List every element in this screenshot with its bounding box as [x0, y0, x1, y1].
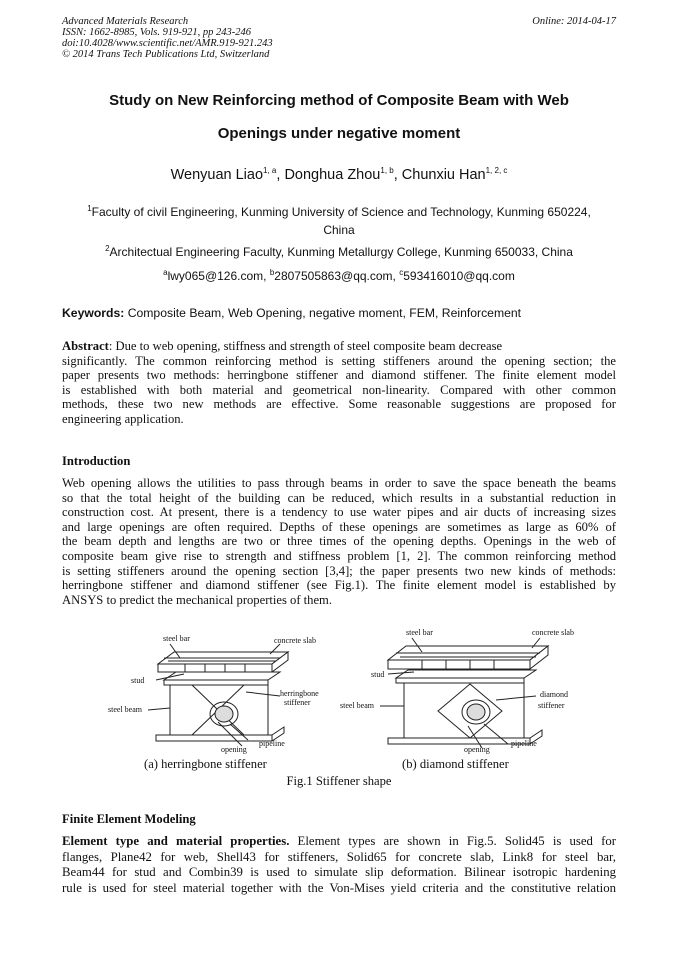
label-line: stiffener [538, 701, 565, 710]
label-steel-beam: steel beam [340, 701, 374, 710]
paragraph-line: herringbone stiffener and diamond stiffe… [62, 578, 616, 593]
label-steel-beam: steel beam [108, 705, 142, 714]
paragraph-line: rule is used for steel material together… [62, 880, 616, 895]
paper-title-line2: Openings under negative moment [217, 125, 461, 142]
abstract-line: is established with both material and ge… [62, 382, 616, 397]
label-line: herringbone [280, 689, 319, 698]
affiliation-text: Architectual Engineering Faculty, Kunmin… [109, 245, 573, 259]
abstract-line: significantly. The common reinforcing me… [62, 353, 616, 368]
paragraph-line: composite beam give rise to strength and… [62, 548, 616, 563]
herringbone-stiffener-drawing [147, 643, 290, 747]
author-separator: , [393, 167, 402, 183]
paragraph-line: Beam44 for stud and Combin39 is used to … [62, 865, 616, 880]
subcaption-b: (b) diamond stiffener [402, 757, 509, 771]
label-opening: opening [464, 745, 490, 754]
author-name: Chunxiu Han [401, 167, 486, 183]
author-name: Donghua Zhou [284, 167, 381, 183]
paper-title-line1: Study on New Reinforcing method of Compo… [109, 92, 569, 109]
affiliation-1: 1Faculty of civil Engineering, Kunming U… [62, 203, 616, 239]
affiliation-text: Faculty of civil Engineering, Kunming Un… [91, 205, 591, 219]
issn-line: ISSN: 1662-8985, Vols. 919-921, pp 243-2… [62, 27, 251, 38]
label-steel-bar: steel bar [406, 628, 433, 637]
paragraph-line: construction cost. At present, there is … [62, 505, 616, 520]
diamond-stiffener-drawing [380, 637, 550, 749]
email-line: alwy065@126.com, b2807505863@qq.com, c59… [62, 268, 616, 284]
label-concrete-slab: concrete slab [532, 628, 574, 637]
paragraph-line: is setting stiffeners around the opening… [62, 563, 616, 578]
doi-line: doi:10.4028/www.scientific.net/AMR.919-9… [62, 38, 273, 49]
author-list: Wenyuan Liao1, a, Donghua Zhou1, b, Chun… [0, 167, 678, 183]
fem-paragraph: Element type and material properties. El… [62, 834, 616, 896]
email-address: 2807505863@qq.com, [274, 269, 400, 283]
paragraph-line: ANSYS to predict the mechanical properti… [62, 592, 332, 607]
abstract-line: methods, these two new methods are effec… [62, 397, 616, 412]
online-date: Online: 2014-04-17 [532, 16, 616, 27]
label-pipeline: pipeline [259, 739, 285, 748]
email-marker: a [163, 268, 168, 277]
abstract: Abstract: Due to web opening, stiffness … [62, 339, 616, 427]
figure-caption: Fig.1 Stiffener shape [286, 774, 392, 788]
journal-header: Advanced Materials Research ISSN: 1662-8… [62, 16, 273, 60]
abstract-line: : Due to web opening, stiffness and stre… [108, 339, 503, 353]
author-separator: , [276, 167, 285, 183]
keywords: Keywords: Composite Beam, Web Opening, n… [62, 306, 521, 320]
paragraph-line: Element types are shown in Fig.5. Solid4… [289, 834, 616, 848]
paragraph-line: Web opening allows the utilities to pass… [62, 476, 616, 490]
label-line: diamond [540, 690, 568, 699]
section-heading-introduction: Introduction [62, 454, 131, 468]
email-marker: c [399, 268, 404, 277]
email-address: lwy065@126.com, [167, 269, 270, 283]
label-pipeline: pipeline [511, 739, 537, 748]
label-herringbone-stiffener: herringbone stiffener [280, 689, 319, 707]
label-opening: opening [221, 745, 247, 754]
abstract-line: engineering application. [62, 411, 184, 426]
subheading-element-type: Element type and material properties. [62, 834, 290, 848]
label-stud: stud [371, 670, 385, 679]
introduction-paragraph: Web opening allows the utilities to pass… [62, 476, 616, 607]
email-address: 593416010@qq.com [403, 269, 515, 283]
keywords-label: Keywords: [62, 306, 125, 320]
affiliation-text: China [323, 223, 355, 237]
author-affiliation-marker: 1, a [263, 166, 277, 176]
author-name: Wenyuan Liao [170, 167, 264, 183]
author-affiliation-marker: 1, 2, c [485, 166, 508, 176]
paragraph-line: flanges, Plane42 for web, Shell43 for st… [62, 849, 616, 864]
label-steel-bar: steel bar [163, 634, 190, 643]
affiliation-2: 2Architectual Engineering Faculty, Kunmi… [62, 244, 616, 260]
label-diamond-stiffener: diamond stiffener [538, 689, 568, 711]
keywords-text: Composite Beam, Web Opening, negative mo… [124, 306, 522, 320]
label-concrete-slab: concrete slab [274, 636, 316, 645]
abstract-line: paper presents two methods: herringbone … [62, 368, 616, 383]
abstract-label: Abstract [62, 339, 109, 353]
author-affiliation-marker: 1, b [380, 166, 394, 176]
subcaption-a: (a) herringbone stiffener [144, 757, 267, 771]
section-heading-fem: Finite Element Modeling [62, 812, 196, 826]
label-line: stiffener [284, 698, 311, 707]
affiliation-marker: 1 [87, 204, 92, 213]
paragraph-line: so that the total height of the building… [62, 490, 616, 505]
figure-1-drawings [147, 637, 550, 749]
affiliation-marker: 2 [105, 244, 110, 253]
paragraph-line: and large openings are often required. D… [62, 519, 616, 534]
email-marker: b [269, 268, 275, 277]
journal-name: Advanced Materials Research [62, 16, 189, 27]
paragraph-line: the beam depth and lengths are two or th… [62, 534, 616, 549]
label-stud: stud [131, 676, 145, 685]
copyright-line: © 2014 Trans Tech Publications Ltd, Swit… [62, 49, 270, 60]
